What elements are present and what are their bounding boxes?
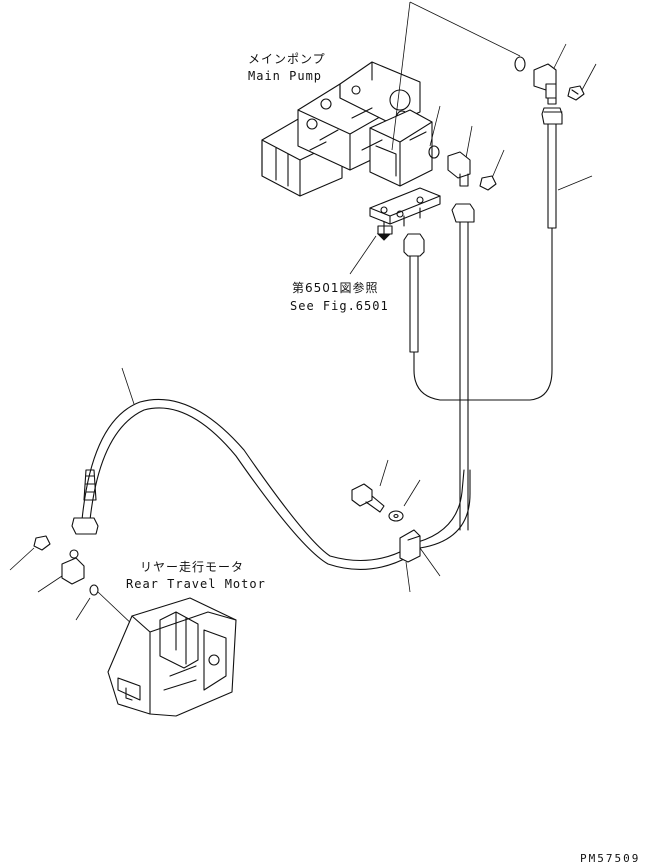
manifold-block bbox=[369, 187, 441, 241]
leader-lines-top bbox=[391, 1, 597, 191]
main-pump-label-jp: メインポンプ bbox=[248, 52, 326, 66]
leader-lines-mid bbox=[9, 367, 441, 629]
rear-motor-label-en: Rear Travel Motor bbox=[126, 577, 266, 591]
travel-motor-hose bbox=[71, 398, 471, 570]
upper-fittings bbox=[428, 56, 585, 191]
main-pump-label-en: Main Pump bbox=[248, 69, 323, 83]
clamp-assembly bbox=[351, 483, 421, 563]
see-fig-leader bbox=[349, 235, 377, 275]
drawing-code: PM57509 bbox=[580, 852, 641, 865]
rear-travel-motor bbox=[107, 597, 237, 717]
see-fig-label-en: See Fig.6501 bbox=[290, 299, 389, 313]
main-pump bbox=[261, 61, 433, 197]
rear-motor-label-jp: リヤー走行モータ bbox=[140, 560, 245, 574]
pump-hoses bbox=[403, 107, 563, 531]
see-fig-label-jp: 第6501図参照 bbox=[292, 281, 379, 295]
motor-fittings bbox=[33, 535, 99, 596]
